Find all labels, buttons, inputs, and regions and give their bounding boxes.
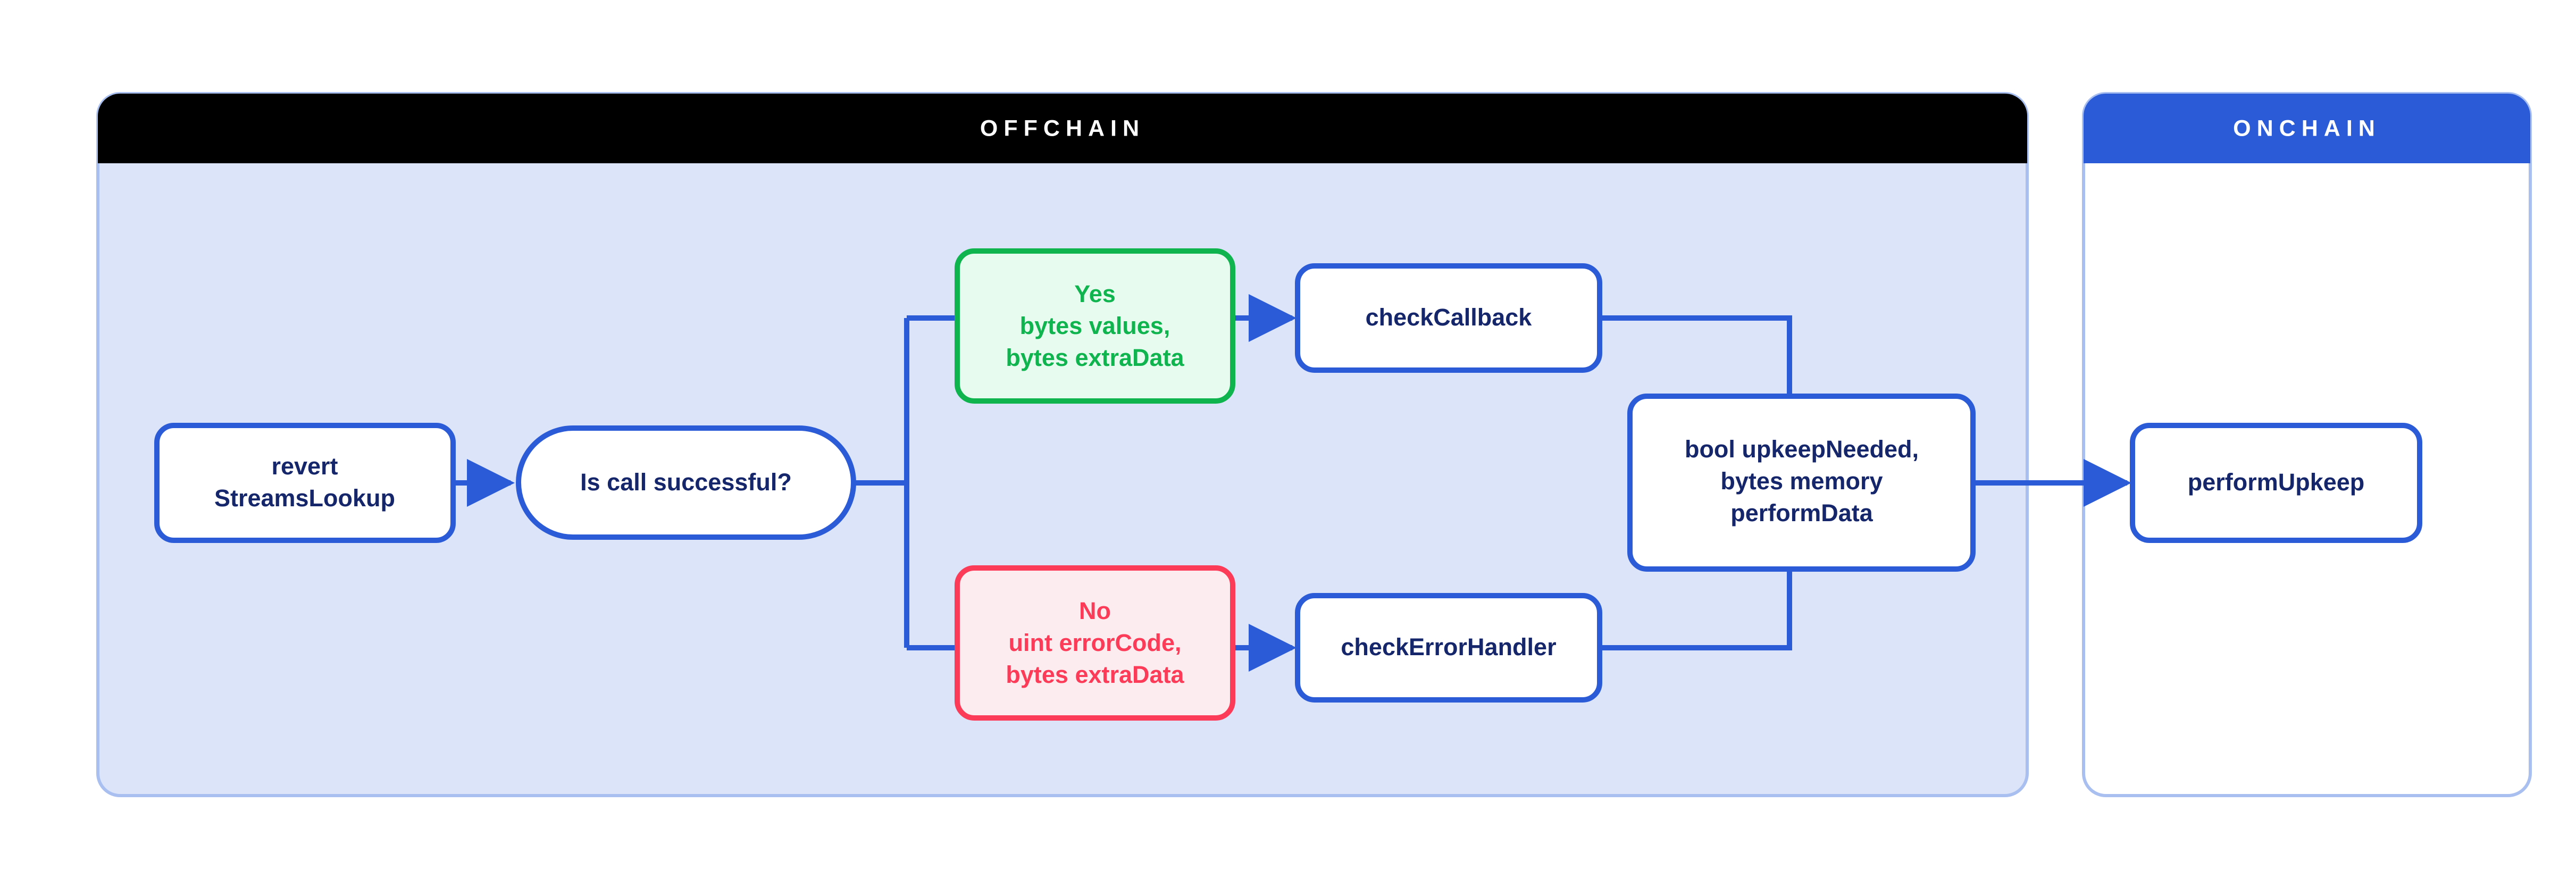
onchain-panel-header xyxy=(2084,94,2530,163)
node-no-branch-line-3: bytes extraData xyxy=(1006,661,1184,688)
node-yes-branch-line-2: bytes values, xyxy=(1020,312,1170,339)
node-check-callback-box[interactable] xyxy=(1295,263,1602,373)
node-check-callback-label: checkCallback xyxy=(1366,304,1533,331)
edge-check-error-handler-to-upkeep xyxy=(1600,569,1792,650)
offchain-header-bar xyxy=(98,94,2027,163)
onchain-panel-title: ONCHAIN xyxy=(2233,115,2381,141)
node-perform-upkeep-box[interactable] xyxy=(2130,423,2422,543)
node-upkeep-needed-box[interactable] xyxy=(1627,394,1976,572)
node-revert-streams-lookup-line-1: revert xyxy=(271,453,338,480)
node-is-call-successful-label: Is call successful? xyxy=(580,469,792,496)
offchain-panel-title: OFFCHAIN xyxy=(980,115,1145,141)
node-revert-streams-lookup-line-2: StreamsLookup xyxy=(214,484,395,512)
node-upkeep-needed-line-3: performData xyxy=(1730,499,1874,526)
node-check-error-handler-label: checkErrorHandler xyxy=(1341,633,1556,661)
edge-check-callback-to-upkeep xyxy=(1600,315,1792,396)
node-perform-upkeep-label: performUpkeep xyxy=(2188,469,2365,496)
node-upkeep-needed-line-2: bytes memory xyxy=(1720,467,1883,495)
node-revert-streams-lookup[interactable]: revert StreamsLookup xyxy=(154,423,456,543)
node-check-callback[interactable]: checkCallback xyxy=(1295,263,1602,373)
connectors xyxy=(454,294,2132,672)
node-yes-branch[interactable]: Yes bytes values, bytes extraData xyxy=(955,248,1235,404)
node-upkeep-needed[interactable]: bool upkeepNeeded, bytes memory performD… xyxy=(1627,394,1976,572)
node-no-branch-line-2: uint errorCode, xyxy=(1008,629,1181,656)
node-yes-branch-line-3: bytes extraData xyxy=(1006,344,1184,371)
node-revert-streams-lookup-box[interactable] xyxy=(154,423,456,543)
node-yes-branch-line-1: Yes xyxy=(1074,280,1116,307)
node-no-branch-line-1: No xyxy=(1079,597,1111,624)
node-upkeep-needed-line-1: bool upkeepNeeded, xyxy=(1685,436,1919,463)
node-check-error-handler[interactable]: checkErrorHandler xyxy=(1295,593,1602,703)
node-perform-upkeep[interactable]: performUpkeep xyxy=(2130,423,2422,543)
onchain-header-bar xyxy=(2084,94,2530,163)
node-no-branch-box[interactable] xyxy=(955,565,1235,721)
node-yes-branch-box[interactable] xyxy=(955,248,1235,404)
node-check-error-handler-box[interactable] xyxy=(1295,593,1602,703)
node-is-call-successful-box[interactable] xyxy=(516,425,856,540)
offchain-panel-header xyxy=(98,94,2027,163)
node-is-call-successful[interactable]: Is call successful? xyxy=(516,425,856,540)
node-no-branch[interactable]: No uint errorCode, bytes extraData xyxy=(955,565,1235,721)
